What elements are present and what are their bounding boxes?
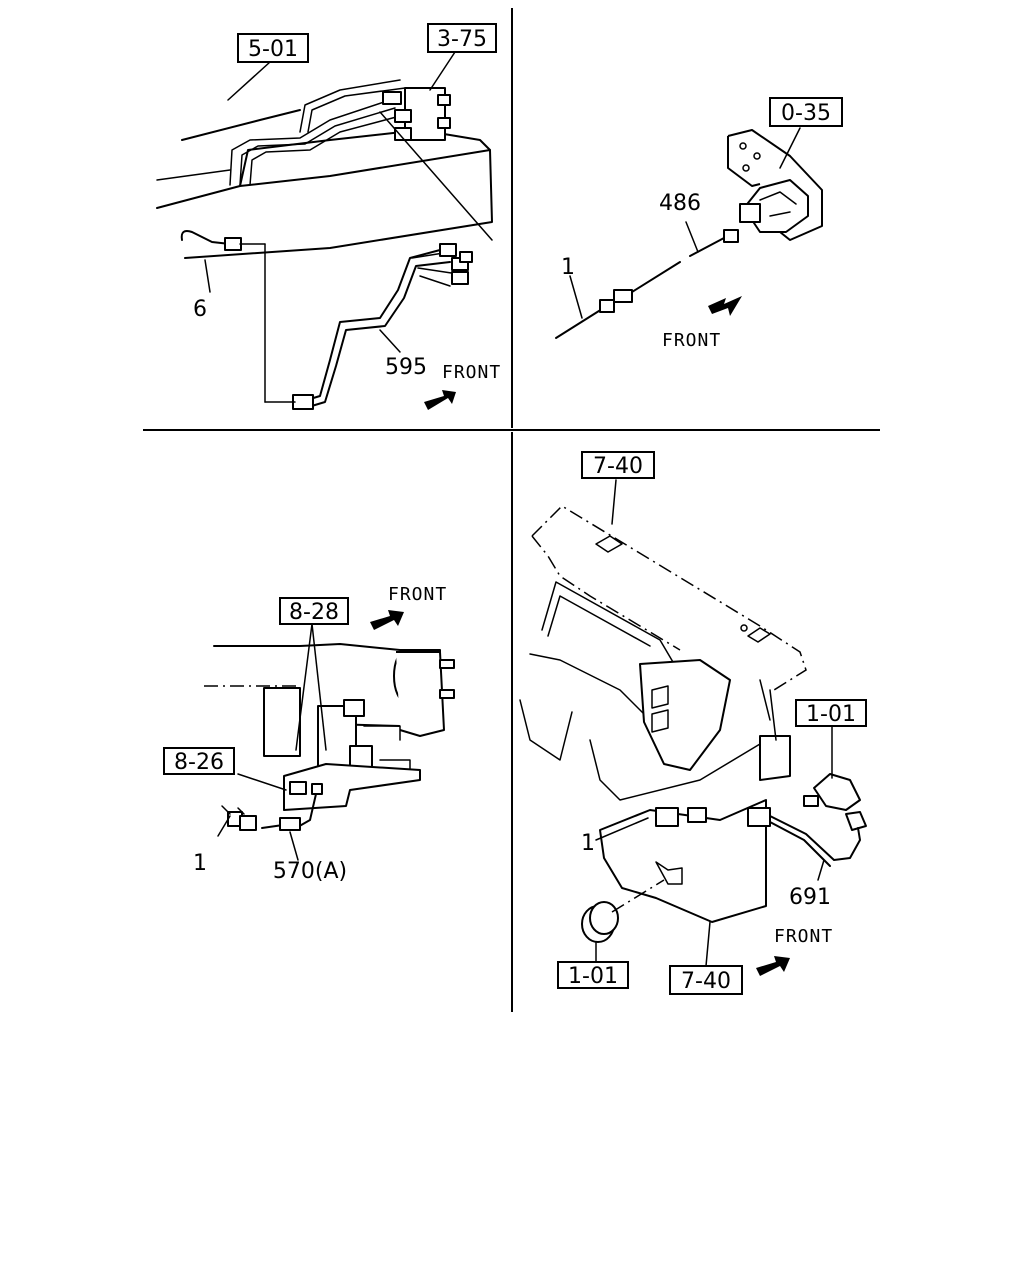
part-label-570a: 570(A) (273, 859, 347, 884)
front-label: FRONT (442, 362, 501, 383)
front-label: FRONT (662, 330, 721, 351)
quadrant-bottom-left: 8-28 8-26 1 570(A) FRONT (163, 584, 455, 884)
quadrant-top-left: 5-01 3-75 6 595 FRONT (156, 23, 501, 410)
part-label-595: 595 (385, 355, 427, 380)
ref-label-8-26: 8-26 (174, 750, 224, 775)
ref-label-3-75: 3-75 (437, 27, 487, 52)
front-arrow-icon (756, 956, 790, 976)
part-label-1: 1 (193, 851, 207, 876)
part-label-486: 486 (659, 191, 701, 216)
part-label-691: 691 (789, 885, 831, 910)
ref-label-1-01-bottom: 1-01 (568, 964, 618, 989)
front-arrow-icon (424, 390, 456, 410)
ref-label-8-28: 8-28 (289, 600, 339, 625)
front-label: FRONT (774, 926, 833, 947)
ref-label-0-35: 0-35 (781, 101, 831, 126)
part-label-1: 1 (581, 831, 595, 856)
ref-label-7-40-bottom: 7-40 (681, 969, 731, 994)
quadrant-bottom-right: 7-40 1-01 1-01 7-40 1 691 FRONT (519, 451, 867, 995)
ref-label-7-40-top: 7-40 (593, 454, 643, 479)
front-arrow-icon (370, 610, 404, 630)
front-label: FRONT (388, 584, 447, 605)
part-label-6: 6 (193, 297, 207, 322)
ref-label-5-01: 5-01 (248, 37, 298, 62)
ref-label-1-01-right: 1-01 (806, 702, 856, 727)
quadrant-top-right: 0-35 486 1 FRONT (555, 97, 843, 351)
front-arrow-icon (708, 296, 742, 316)
part-label-1: 1 (561, 255, 575, 280)
